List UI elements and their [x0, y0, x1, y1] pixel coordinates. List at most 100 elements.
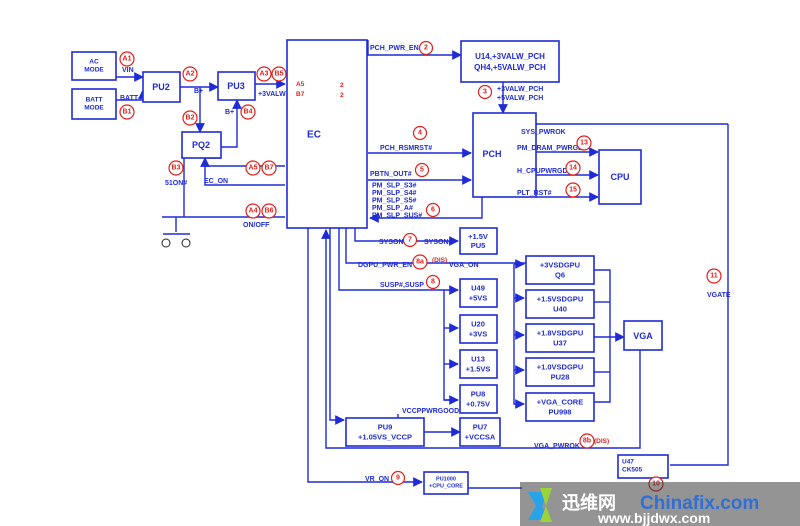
pu28-box — [525, 357, 595, 387]
sig-syson-n: SYSON# — [424, 239, 453, 246]
vga-box — [623, 320, 663, 351]
step-badge-8b: 8b — [579, 433, 595, 449]
sig-vccppwrgood: VCCPPWRGOOD — [402, 408, 459, 415]
sig-onoff: ON/OFF — [243, 222, 270, 229]
svg-text:B2: B2 — [186, 115, 195, 122]
pu9-box — [345, 417, 425, 447]
signal-labels: VIN BATT+ B+ B+ +3VALW A5 B7 2 2 51ON# E… — [120, 45, 731, 483]
svg-text:15: 15 — [569, 187, 577, 194]
step-badge-a2: A2 — [182, 66, 198, 82]
svg-text:2: 2 — [424, 45, 428, 52]
step-badge-8a: 8a — [412, 254, 428, 270]
sig-dgpu-pwr-en: DGPU_PWR_EN — [358, 262, 412, 269]
svg-text:A4: A4 — [249, 208, 258, 215]
svg-text:9: 9 — [396, 475, 400, 482]
ec-label: EC — [307, 130, 321, 141]
cpu-box — [598, 149, 642, 205]
step-badge-11: 11 — [706, 268, 722, 284]
sig-h-cpupwrgd: H_CPUPWRGD — [517, 168, 568, 175]
vga-label: VGA — [633, 331, 653, 341]
step-badge-6: 6 — [425, 202, 441, 218]
pq2-label: PQ2 — [192, 140, 210, 150]
svg-text:A5: A5 — [249, 165, 258, 172]
step-badge-9: 9 — [390, 470, 406, 486]
pu7-label: PU7+VCCSA — [465, 423, 496, 442]
step-badge-b5: B5 — [271, 66, 287, 82]
u40-box — [525, 289, 595, 319]
blocks — [71, 39, 669, 495]
svg-text:6: 6 — [431, 207, 435, 214]
step-badge-13: 13 — [576, 135, 592, 151]
sig-syson: SYSON — [379, 239, 404, 246]
sig-susp: SUSP#,SUSP — [380, 282, 424, 289]
pu8-box — [459, 384, 498, 414]
pu3-box — [217, 71, 256, 101]
step-badge-b3: B3 — [168, 160, 184, 176]
step-badge-4: 4 — [412, 125, 428, 141]
svg-text:B1: B1 — [123, 109, 132, 116]
svg-text:7: 7 — [408, 237, 412, 244]
step-badge-2: 2 — [418, 40, 434, 56]
step-badge-b2: B2 — [182, 110, 198, 126]
svg-text:B3: B3 — [172, 165, 181, 172]
svg-text:11: 11 — [710, 273, 718, 280]
ec-out-2a: 2 — [340, 82, 344, 89]
u49-label: U49+5VS — [469, 284, 488, 303]
watermark-band — [520, 482, 800, 526]
sig-vgate: VGATE — [707, 292, 731, 299]
pu3-label: PU3 — [227, 81, 245, 91]
sig-batt-plus: BATT+ — [120, 95, 142, 102]
sig-b-plus-1: B+ — [194, 88, 203, 95]
pu8-label: PU8+0.75V — [466, 390, 490, 409]
step-badge-a4: A4 — [245, 203, 261, 219]
step-badge-3: 3 — [477, 84, 493, 100]
q6-box — [525, 255, 595, 285]
step-badge-a3: A3 — [256, 66, 272, 82]
svg-text:8b: 8b — [583, 438, 591, 445]
pu1000-box — [423, 471, 469, 495]
svg-text:13: 13 — [580, 140, 588, 147]
step-badge-5: 5 — [414, 162, 430, 178]
svg-text:B4: B4 — [244, 109, 253, 116]
sig-vga-pwrok: VGA_PWROK — [534, 443, 580, 450]
ec-box — [286, 39, 368, 229]
sig-pm-dram-pwrgd: PM_DRAM_PWRGD — [517, 145, 583, 152]
sig-pch-rsmrst: PCH_RSMRST# — [380, 145, 432, 152]
sig-dis-1: (DIS) — [432, 257, 447, 264]
watermark: 迅维网 Chinafix.com www.bjjdwx.com — [520, 482, 800, 526]
svg-text:3: 3 — [483, 89, 487, 96]
watermark-url: www.bjjdwx.com — [597, 510, 710, 526]
step-badge-a1: A1 — [119, 51, 135, 67]
watermark-en: Chinafix.com — [640, 493, 759, 514]
pch-label: PCH — [482, 149, 501, 159]
step-badge-a5: A5 — [245, 160, 261, 176]
batt-mode-box — [71, 88, 117, 120]
svg-text:A3: A3 — [260, 71, 269, 78]
svg-text:14: 14 — [569, 165, 577, 172]
svg-text:5: 5 — [420, 167, 424, 174]
sig-vr-on: VR_ON — [365, 476, 389, 483]
svg-text:4: 4 — [418, 130, 422, 137]
svg-text:A1: A1 — [123, 56, 132, 63]
step-badge-b1: B1 — [119, 104, 135, 120]
pch-box — [472, 112, 537, 198]
step-badge-7: 7 — [402, 232, 418, 248]
pu998-box — [525, 392, 595, 422]
step-badge-15: 15 — [565, 182, 581, 198]
step-badge-b4: B4 — [240, 104, 256, 120]
sig-vin: VIN — [122, 67, 134, 74]
sig-plt-rst: PLT_RST# — [517, 190, 552, 197]
step-badge-b7: B7 — [261, 160, 277, 176]
pu5-box — [459, 227, 498, 255]
step-badge-14: 14 — [565, 160, 581, 176]
svg-text:A2: A2 — [186, 71, 195, 78]
sig-b-plus-2: B+ — [225, 109, 234, 116]
